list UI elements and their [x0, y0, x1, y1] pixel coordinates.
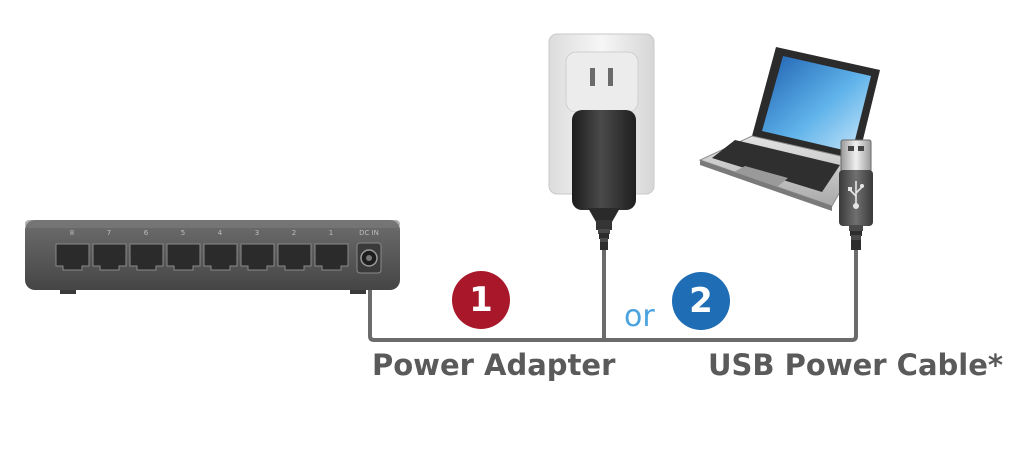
- power-adapter-icon: [572, 110, 636, 250]
- port-number-6: 6: [144, 229, 149, 237]
- laptop-icon: [698, 47, 880, 211]
- dc-in-port: [356, 242, 382, 274]
- dc-in-label: DC IN: [359, 229, 379, 237]
- ethernet-ports: [55, 243, 349, 271]
- usb-symbol-icon: [848, 181, 864, 210]
- port-number-7: 7: [107, 229, 111, 237]
- option-1-badge: 1: [452, 271, 510, 329]
- port-number-8: 8: [70, 229, 74, 237]
- ethernet-port-6: [129, 243, 164, 271]
- port-number-5: 5: [181, 229, 185, 237]
- switch-port-numbers: 8 7 6 5 4 3 2 1 DC IN: [70, 229, 379, 237]
- usb-plug-icon: [839, 139, 873, 250]
- or-label: or: [624, 299, 655, 334]
- usb-cable: [602, 248, 858, 342]
- port-number-3: 3: [255, 229, 259, 237]
- usb-power-cable-label: USB Power Cable*: [708, 348, 1004, 382]
- ethernet-port-4: [203, 243, 238, 271]
- ethernet-port-1: [314, 243, 349, 271]
- port-number-1: 1: [329, 229, 333, 237]
- port-number-2: 2: [292, 229, 296, 237]
- ethernet-port-8: [55, 243, 90, 271]
- cables: [368, 248, 858, 342]
- ethernet-port-2: [277, 243, 312, 271]
- switch-cable: [368, 266, 606, 342]
- ethernet-port-5: [166, 243, 201, 271]
- option-2-badge: 2: [672, 272, 730, 330]
- ethernet-port-3: [240, 243, 275, 271]
- ethernet-port-7: [92, 243, 127, 271]
- network-switch-icon: 8 7 6 5 4 3 2 1 DC IN: [25, 220, 400, 294]
- power-adapter-label: Power Adapter: [372, 348, 616, 382]
- port-number-4: 4: [218, 229, 223, 237]
